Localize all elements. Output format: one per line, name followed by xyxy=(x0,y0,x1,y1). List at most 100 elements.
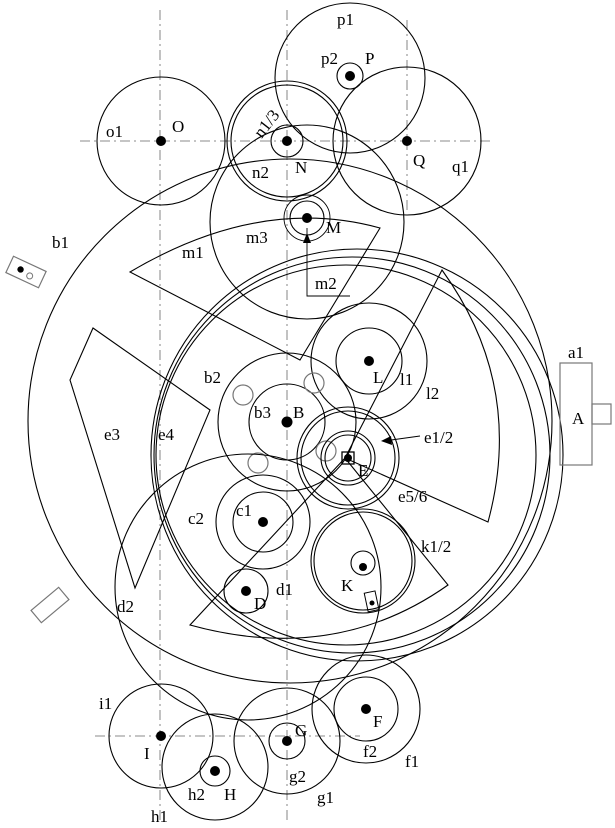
axle-dots xyxy=(156,71,412,776)
label-G: G xyxy=(295,721,307,740)
label-p1: p1 xyxy=(337,10,354,29)
label-d2: d2 xyxy=(117,597,134,616)
label-e3: e3 xyxy=(104,425,120,444)
axis-lines xyxy=(80,10,490,820)
label-g2: g2 xyxy=(289,767,306,786)
label-Q: Q xyxy=(413,151,425,170)
main-plate-middle xyxy=(153,256,551,654)
main-plate-outer xyxy=(150,248,564,662)
tab-left-top xyxy=(5,255,47,289)
label-A: A xyxy=(572,409,585,428)
label-O: O xyxy=(172,117,184,136)
h2-gear xyxy=(199,755,231,787)
d2-gear xyxy=(114,453,382,721)
label-l1: l1 xyxy=(400,370,413,389)
label-K: K xyxy=(341,576,354,595)
q1-gear xyxy=(332,66,482,216)
label-a1: a1 xyxy=(568,343,584,362)
label-e5-6: e5/6 xyxy=(398,487,427,506)
label-g1: g1 xyxy=(317,788,334,807)
axle-K xyxy=(359,563,367,571)
e5-gear xyxy=(320,430,376,486)
g2-gear xyxy=(268,722,306,760)
main-plate-inner xyxy=(155,264,537,646)
label-l2: l2 xyxy=(426,384,439,403)
o1-gear xyxy=(96,76,226,206)
label-e4: e4 xyxy=(158,425,175,444)
label-c1: c1 xyxy=(236,501,252,520)
label-n1-3: n1/3 xyxy=(250,106,284,142)
c2-gear xyxy=(215,474,311,570)
label-k1-2: k1/2 xyxy=(421,537,451,556)
axle-N xyxy=(282,136,292,146)
axle-L xyxy=(364,356,374,366)
label-c2: c2 xyxy=(188,509,204,528)
axle-D xyxy=(241,586,251,596)
m2-bracket xyxy=(306,228,350,297)
e1-2-pointer-arrowhead xyxy=(381,436,392,445)
label-H: H xyxy=(224,785,236,804)
label-h1: h1 xyxy=(151,807,168,826)
label-m3: m3 xyxy=(246,228,268,247)
label-p2: p2 xyxy=(321,49,338,68)
p1-gear xyxy=(274,2,426,154)
idler-4 xyxy=(315,440,337,462)
label-f2: f2 xyxy=(363,742,377,761)
label-e1-2: e1/2 xyxy=(424,428,453,447)
axle-E-square xyxy=(341,451,355,465)
m3-gear-inner xyxy=(289,200,325,236)
axle-K-pin xyxy=(369,600,375,606)
label-F: F xyxy=(373,712,382,731)
label-q1: q1 xyxy=(452,157,469,176)
n1-gear-outer xyxy=(226,80,348,202)
label-m1: m1 xyxy=(182,243,204,262)
n3-gear-inner xyxy=(230,84,344,198)
label-N: N xyxy=(295,158,307,177)
label-D: D xyxy=(254,594,266,613)
axle-O xyxy=(156,136,166,146)
l1-gear xyxy=(335,327,403,395)
k1-gear xyxy=(310,508,416,614)
axle-F xyxy=(361,704,371,714)
label-M: M xyxy=(326,218,341,237)
label-n2: n2 xyxy=(252,163,269,182)
label-f1: f1 xyxy=(405,752,419,771)
sector-e3 xyxy=(69,327,211,590)
i1-gear xyxy=(108,683,214,789)
axle-E xyxy=(344,454,352,462)
b1-gear xyxy=(27,158,553,684)
p2-gear xyxy=(336,62,364,90)
labels: p1 p2 P o1 O n1/3 n2 N Q q1 b1 m1 m3 M m… xyxy=(52,10,585,826)
label-m2: m2 xyxy=(315,274,337,293)
axle-C xyxy=(258,517,268,527)
label-L: L xyxy=(373,368,383,387)
c1-gear xyxy=(232,491,294,553)
m1-gear xyxy=(209,124,405,320)
idler-2 xyxy=(303,372,325,394)
axle-Q xyxy=(402,136,412,146)
k2-gear xyxy=(313,511,413,611)
g1-gear xyxy=(233,687,341,795)
axle-G xyxy=(282,736,292,746)
axle-P xyxy=(345,71,355,81)
axle-M xyxy=(302,213,312,223)
l2-gear xyxy=(310,302,428,420)
e6-gear xyxy=(324,434,372,482)
label-I: I xyxy=(144,744,150,763)
f1-gear xyxy=(311,654,421,764)
label-b2: b2 xyxy=(204,368,221,387)
a1-pin xyxy=(591,403,612,425)
label-E: E xyxy=(358,461,368,480)
n2-gear xyxy=(270,124,304,158)
f2-gear xyxy=(333,676,399,742)
idler-3 xyxy=(247,452,269,474)
sector-m1 xyxy=(128,217,381,361)
idler-1 xyxy=(232,384,254,406)
e2-gear xyxy=(300,410,396,506)
label-b3: b3 xyxy=(254,403,271,422)
axle-B xyxy=(281,416,293,428)
sector-e5 xyxy=(344,268,500,523)
label-h2: h2 xyxy=(188,785,205,804)
label-d1: d1 xyxy=(276,580,293,599)
